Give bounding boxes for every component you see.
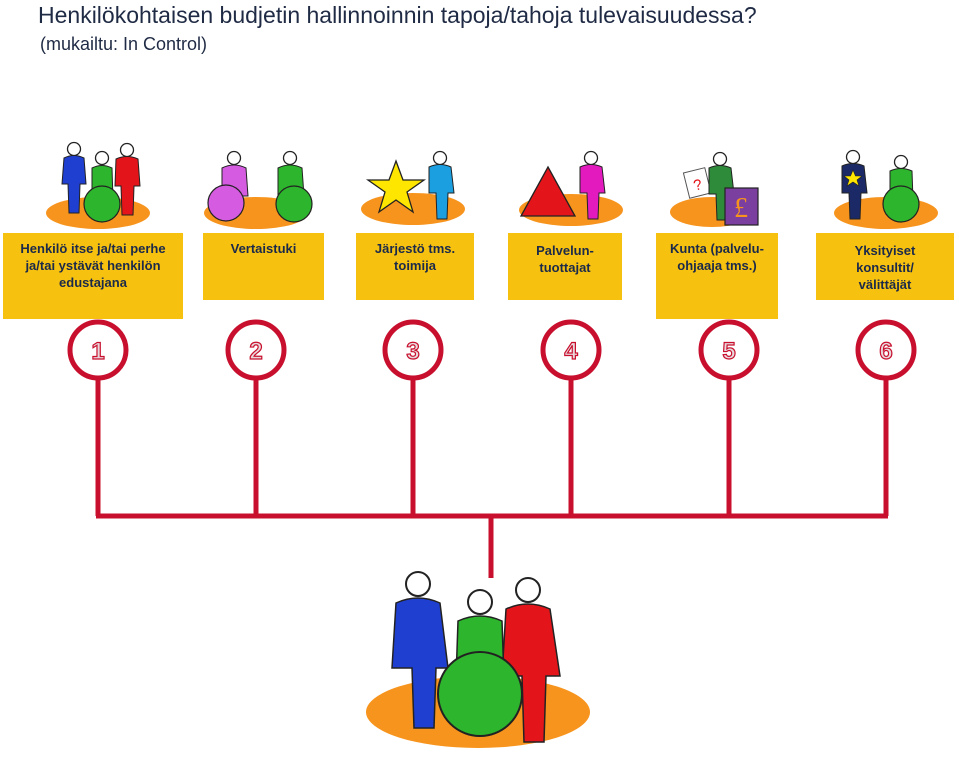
option-box-4: Palvelun- tuottajat	[508, 233, 622, 300]
number-1-label: 1	[91, 338, 104, 365]
number-circle-6: 6	[858, 322, 914, 378]
number-5-label: 5	[722, 338, 735, 365]
option-box-1: Henkilö itse ja/tai perhe ja/tai ystävät…	[3, 233, 183, 319]
tree-connectors	[96, 378, 888, 578]
number-circle-5: 5	[701, 322, 757, 378]
number-3-label: 3	[406, 338, 419, 365]
number-circle-4: 4	[543, 322, 599, 378]
number-6-label: 6	[879, 338, 892, 365]
person-group-icon	[366, 572, 590, 748]
option-box-3: Järjestö tms. toimija	[356, 233, 474, 300]
organization-icon	[361, 152, 465, 226]
number-circle-2: 2	[228, 322, 284, 378]
option-box-2: Vertaistuki	[203, 233, 324, 300]
family-group-icon	[46, 143, 150, 230]
pound-sign-glyph: £	[734, 193, 748, 224]
option-box-5: Kunta (palvelu- ohjaaja tms.)	[656, 233, 778, 319]
option-box-6: Yksityiset konsultit/ välittäjät	[816, 233, 954, 300]
number-circle-3: 3	[385, 322, 441, 378]
peer-support-icon	[204, 152, 312, 230]
private-consultant-icon	[834, 151, 938, 230]
service-provider-icon	[519, 152, 623, 227]
number-4-label: 4	[564, 338, 578, 365]
municipality-icon: ? £	[670, 153, 758, 228]
number-2-label: 2	[249, 338, 262, 365]
number-circle-1: 1	[70, 322, 126, 378]
